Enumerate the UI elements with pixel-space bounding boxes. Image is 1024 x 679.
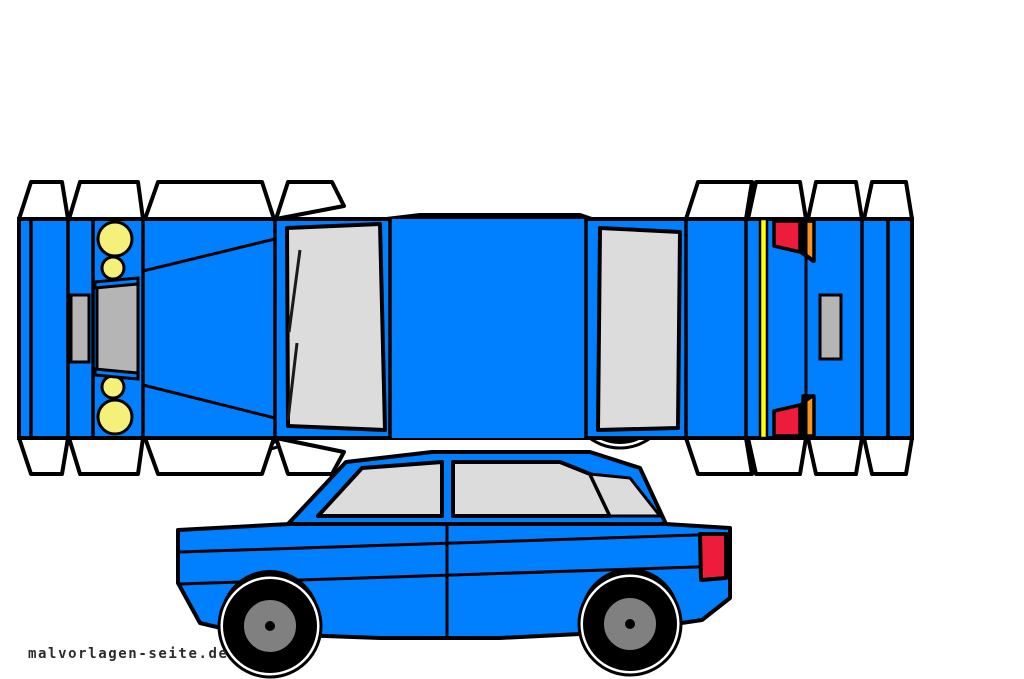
- glue-tab-top-8: [862, 180, 914, 221]
- glue-tab-top-2: [67, 180, 145, 221]
- right-windshield-glass: [596, 226, 682, 432]
- glue-tab-bottom-3: [143, 436, 276, 476]
- bottom-car-rear-wheel: [577, 571, 683, 677]
- bottom-car-taillight: [698, 532, 728, 582]
- site-watermark: malvorlagen-seite.de: [28, 646, 229, 662]
- left-windshield-glass: [285, 222, 387, 432]
- glue-tab-top-5: [684, 180, 754, 221]
- glue-tab-bottom-2: [67, 436, 145, 476]
- headlight-outer-top: [96, 220, 134, 258]
- glue-tab-top-6: [746, 180, 808, 221]
- glue-tab-bottom-7: [806, 436, 864, 476]
- glue-tab-top-4: [274, 180, 346, 221]
- glue-tab-top-7: [806, 180, 864, 221]
- rear-yellow-stripe: [758, 217, 769, 440]
- glue-tab-bottom-4: [274, 436, 346, 476]
- roof-panel: [390, 219, 586, 438]
- bottom-car-rear-window: [451, 460, 612, 518]
- bottom-car-front-window: [316, 460, 444, 518]
- grille-main: [95, 281, 140, 376]
- wiper-line-lower: [286, 342, 299, 421]
- taillight-red-bottom: [772, 403, 802, 438]
- grille-side-bar: [69, 293, 91, 364]
- glue-tab-bottom-6: [746, 436, 808, 476]
- hood-taper-line-top: [142, 237, 276, 273]
- glue-tab-bottom-5: [684, 436, 754, 476]
- headlight-inner-bottom: [100, 374, 126, 400]
- hood-taper-line-bottom: [142, 383, 276, 420]
- front-fold-lines: [29, 219, 145, 438]
- bottom-car-side-view: [176, 450, 732, 679]
- glue-tab-bottom-8: [862, 436, 914, 476]
- headlight-inner-top: [100, 255, 126, 281]
- license-plate: [818, 293, 843, 361]
- glue-tabs-bottom: [17, 436, 914, 476]
- headlight-outer-bottom: [96, 398, 134, 436]
- bottom-car-front-wheel: [217, 573, 323, 679]
- taillight-red-top: [772, 219, 802, 254]
- bottom-car-quarter-window: [588, 472, 662, 518]
- wiper-line-upper: [287, 249, 302, 333]
- grille-bottom-edge: [93, 367, 140, 381]
- middle-band-front-roof-rear: [17, 180, 914, 476]
- glue-tab-top-3: [143, 180, 276, 221]
- grille-top-edge: [93, 276, 140, 290]
- bottom-car-beltline: [179, 532, 729, 554]
